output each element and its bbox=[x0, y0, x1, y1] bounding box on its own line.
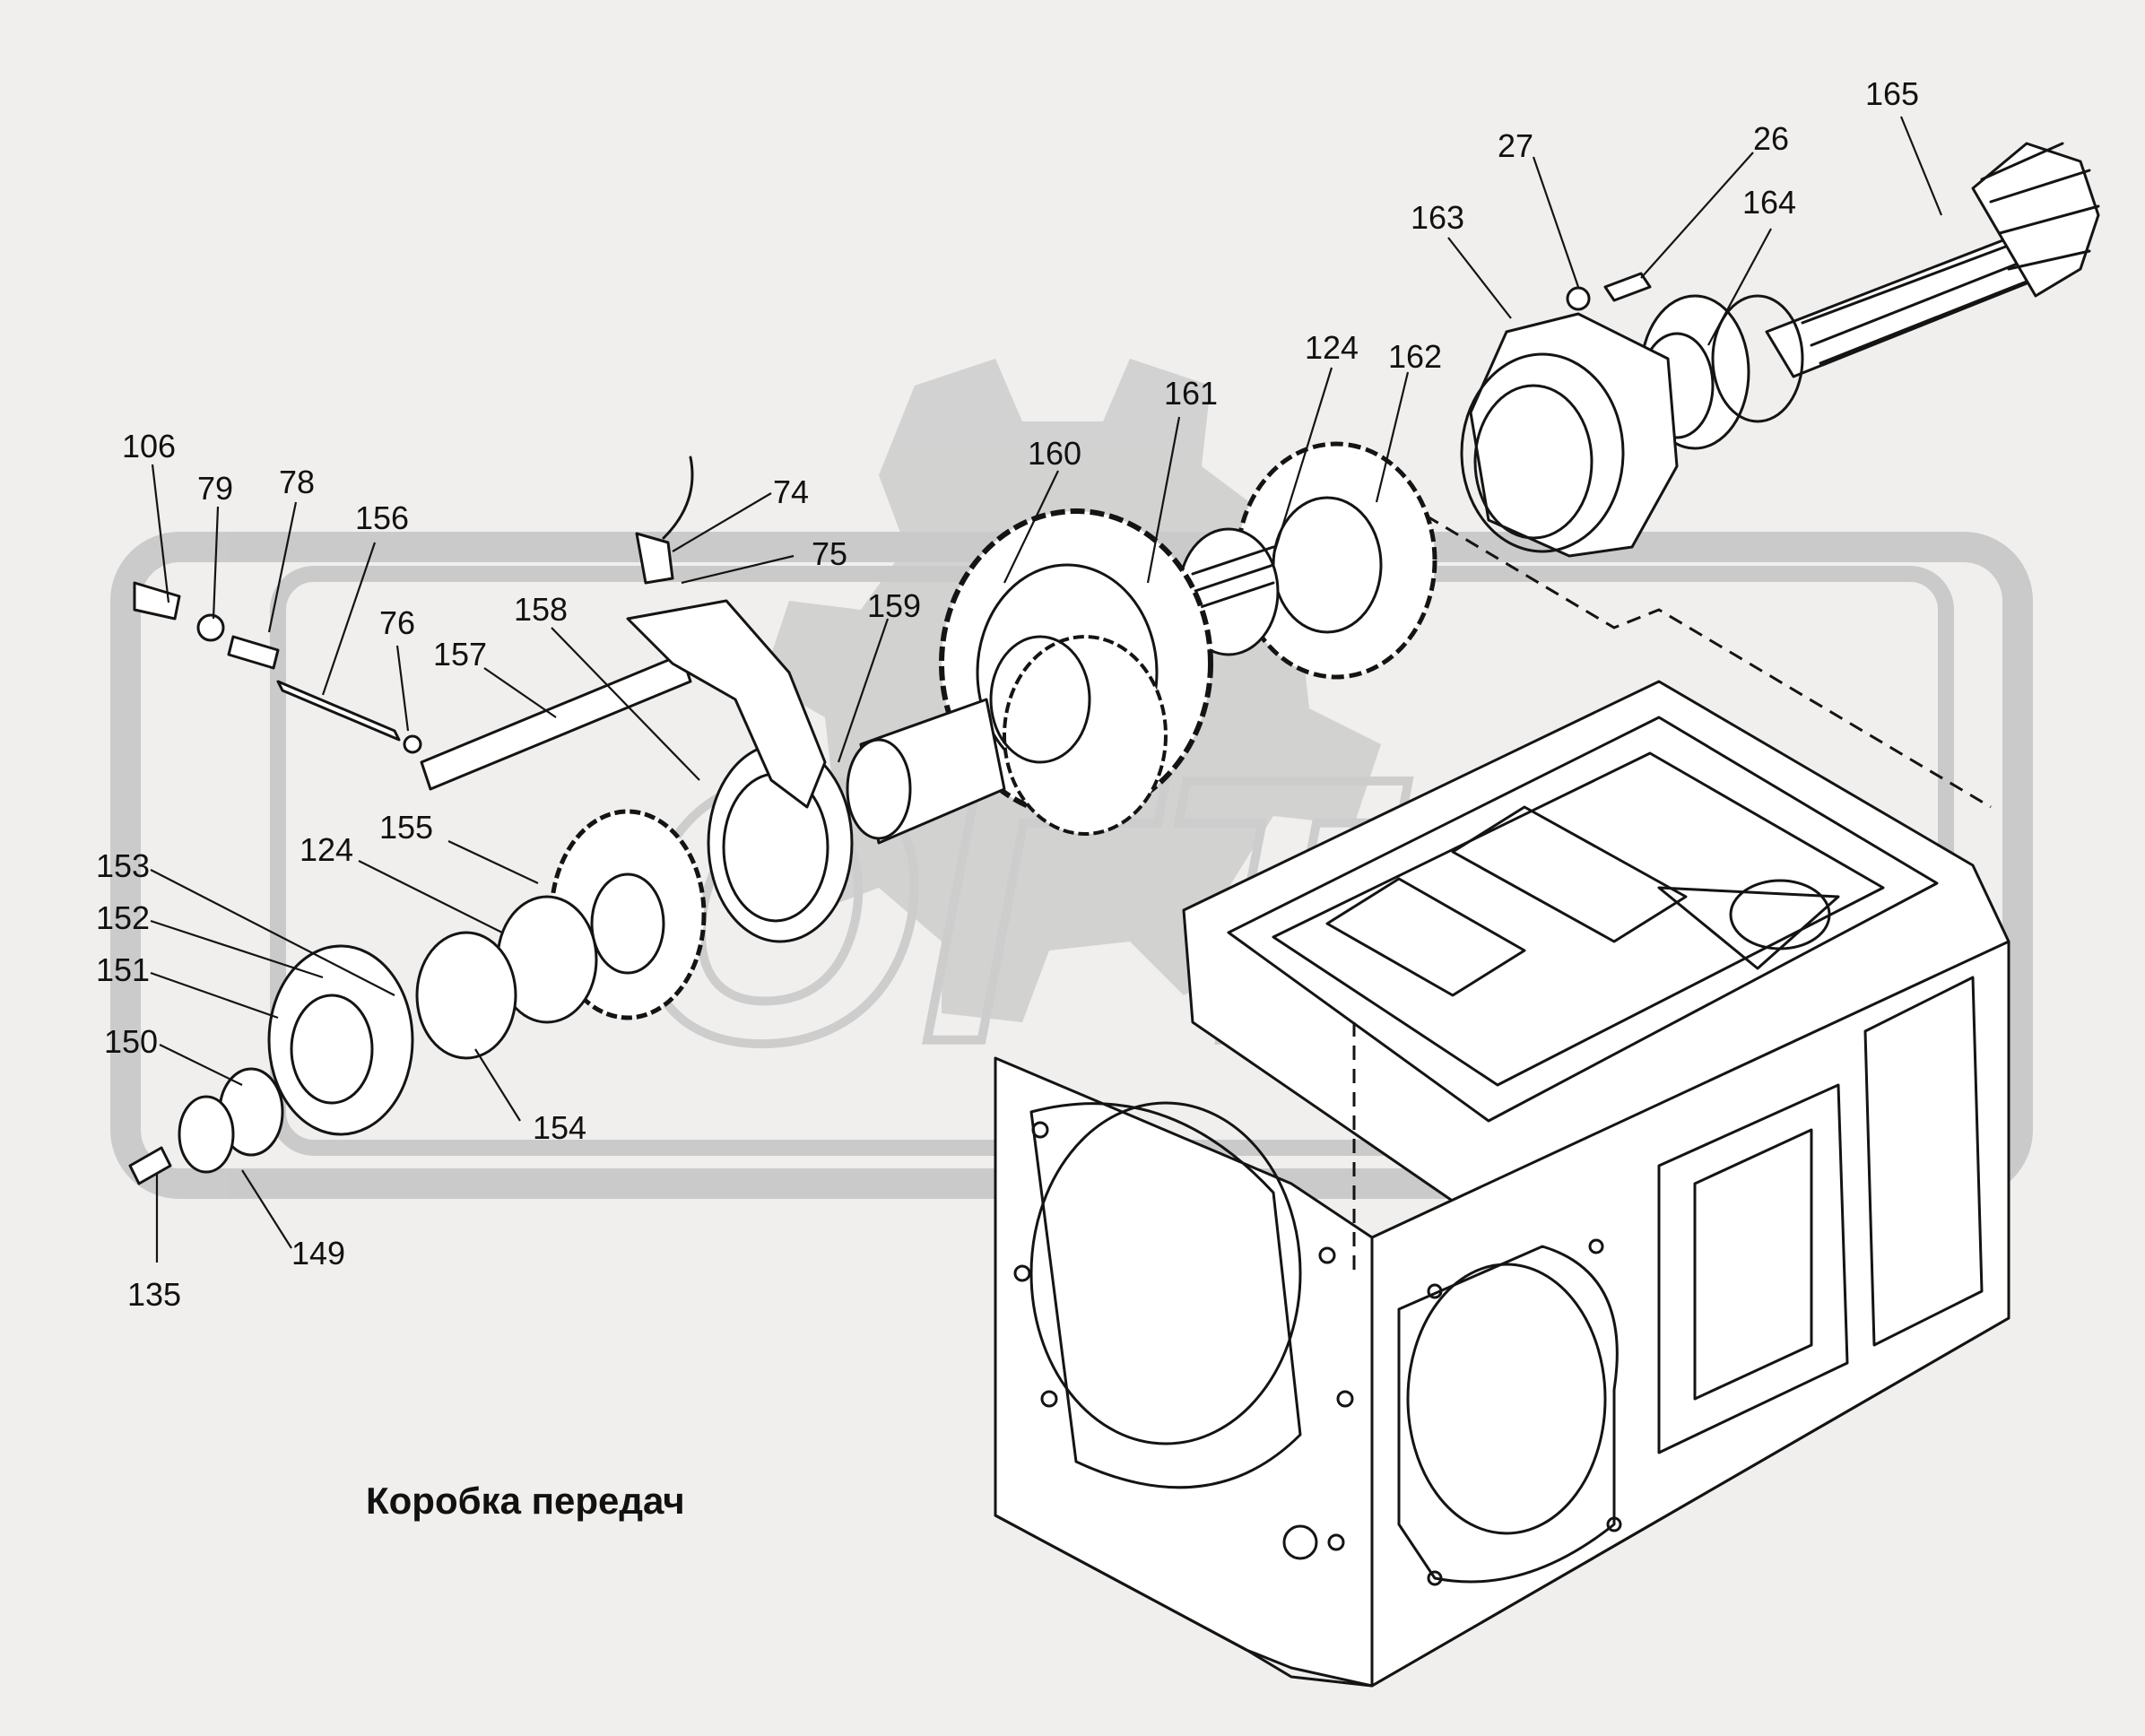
callout-162: 162 bbox=[1388, 338, 1442, 375]
callout-152: 152 bbox=[96, 899, 150, 936]
callout-124-lower: 124 bbox=[300, 831, 353, 868]
callout-155: 155 bbox=[379, 809, 433, 846]
diagram-title: Коробка передач bbox=[366, 1480, 685, 1522]
callout-160: 160 bbox=[1028, 435, 1081, 472]
callout-27: 27 bbox=[1498, 127, 1533, 164]
callout-156: 156 bbox=[355, 499, 409, 536]
callout-164: 164 bbox=[1742, 184, 1796, 221]
callout-163: 163 bbox=[1411, 199, 1464, 236]
callout-154: 154 bbox=[533, 1109, 586, 1146]
callout-153: 153 bbox=[96, 847, 150, 884]
callout-158: 158 bbox=[514, 591, 568, 628]
callout-75: 75 bbox=[812, 535, 847, 572]
callout-161: 161 bbox=[1164, 375, 1218, 412]
callout-79: 79 bbox=[197, 470, 233, 507]
shift-fork-assembly bbox=[133, 456, 827, 809]
callout-labels: 106 79 78 156 76 157 158 74 75 159 160 1… bbox=[96, 75, 1919, 1313]
callout-149: 149 bbox=[291, 1235, 345, 1272]
callout-74: 74 bbox=[773, 473, 809, 510]
callout-150: 150 bbox=[104, 1023, 158, 1060]
gear-cluster bbox=[128, 441, 1437, 1185]
callout-78: 78 bbox=[279, 464, 315, 500]
callout-135: 135 bbox=[127, 1276, 181, 1313]
callout-106: 106 bbox=[122, 428, 176, 464]
callout-157: 157 bbox=[433, 636, 487, 673]
callout-124-upper: 124 bbox=[1305, 329, 1359, 366]
callout-26: 26 bbox=[1753, 120, 1789, 157]
callout-leaders bbox=[150, 116, 1943, 1263]
gearbox-housing bbox=[994, 514, 2010, 1688]
callout-76: 76 bbox=[379, 604, 415, 641]
callout-151: 151 bbox=[96, 951, 150, 988]
input-shaft-assembly bbox=[1460, 142, 2100, 558]
callout-159: 159 bbox=[867, 587, 921, 624]
callout-165: 165 bbox=[1865, 75, 1919, 112]
